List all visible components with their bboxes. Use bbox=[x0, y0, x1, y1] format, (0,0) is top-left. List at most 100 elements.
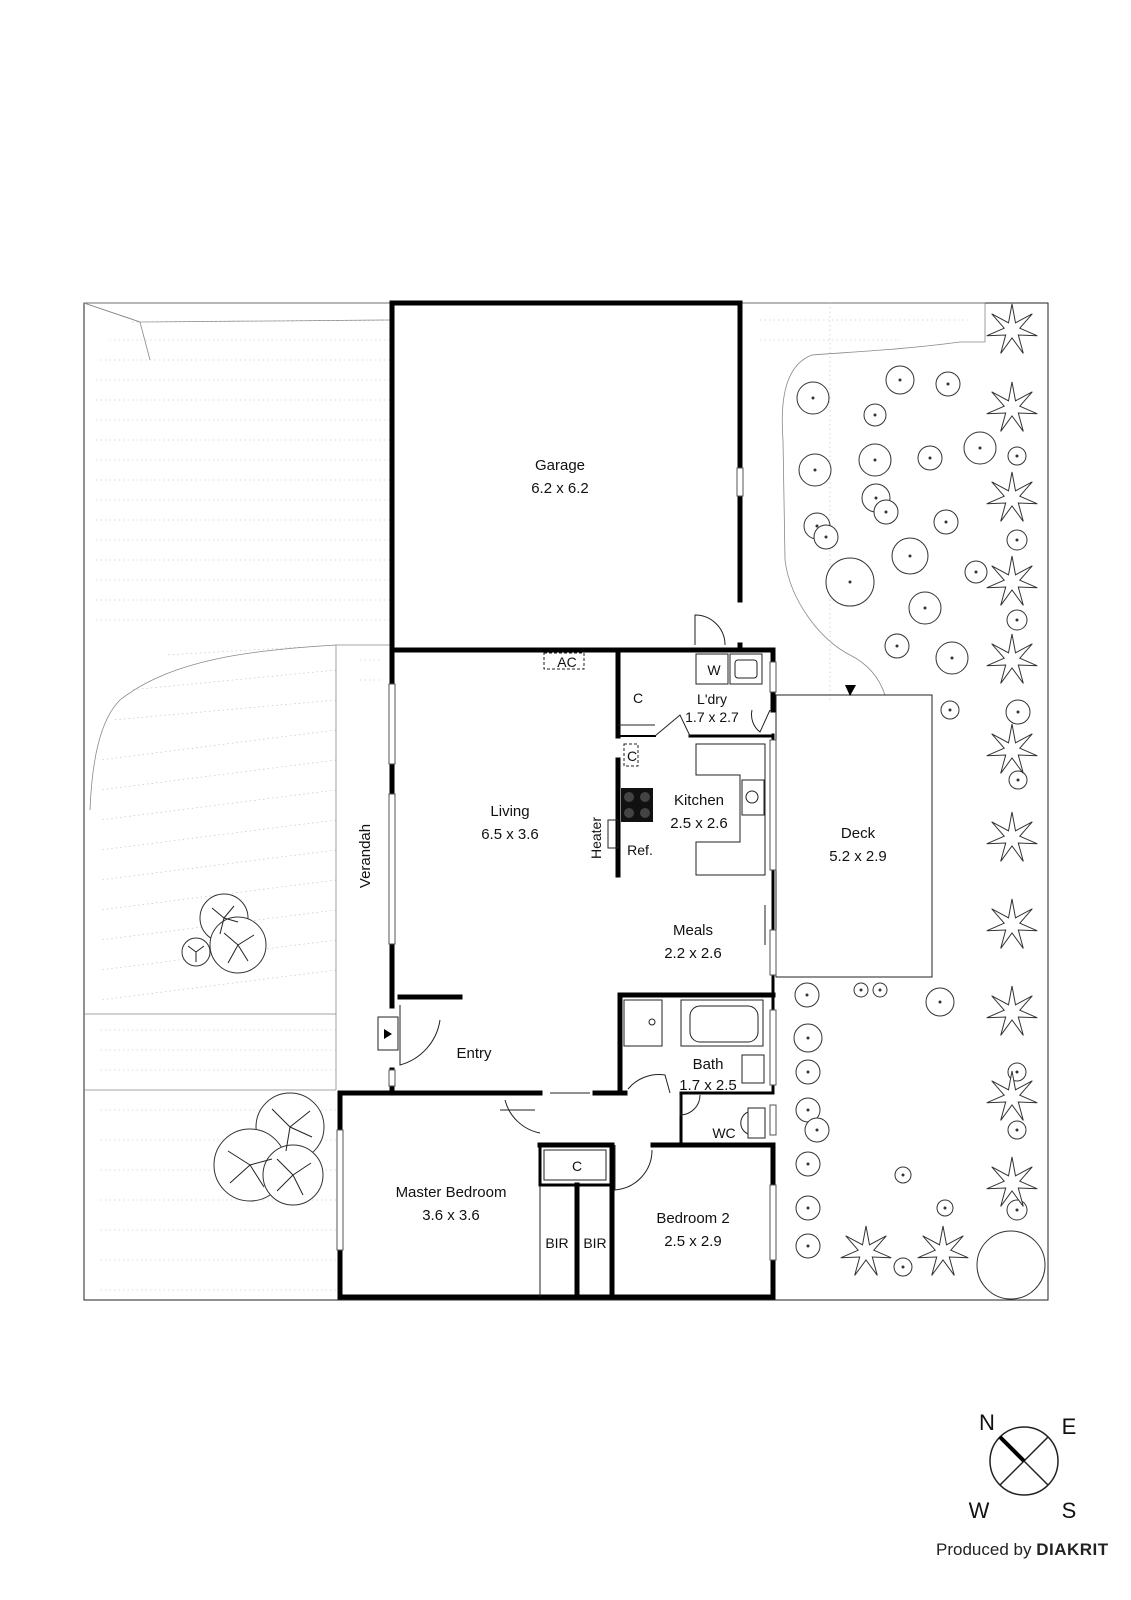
cupboard-label-kitchen: C bbox=[627, 748, 637, 764]
bath-name: Bath bbox=[693, 1056, 724, 1073]
master-bedroom-name: Master Bedroom bbox=[396, 1184, 507, 1201]
shrub-center-24 bbox=[1016, 778, 1020, 782]
star-plant-4 bbox=[986, 633, 1038, 684]
shrub-center-21 bbox=[950, 656, 954, 660]
shrub-center-2 bbox=[946, 382, 950, 386]
compass: N E S W bbox=[969, 1410, 1077, 1523]
bedroom2-dims: 2.5 x 2.9 bbox=[664, 1233, 722, 1250]
large-tree bbox=[976, 1230, 1046, 1300]
shrub-center-0 bbox=[811, 396, 815, 400]
shrub-center-11 bbox=[874, 496, 878, 500]
shrub-center-15 bbox=[848, 580, 852, 584]
shrub-center-4 bbox=[813, 468, 817, 472]
fixture-labels: AC W C C Ref. Heater C BIR BIR bbox=[545, 654, 721, 1251]
shrub-center-28 bbox=[938, 1000, 942, 1004]
shrub-center-14 bbox=[1015, 538, 1019, 542]
shrub-center-7 bbox=[978, 446, 982, 450]
shrub-center-40 bbox=[901, 1265, 905, 1269]
shrub-center-6 bbox=[928, 456, 932, 460]
verandah-area bbox=[336, 644, 390, 681]
bir-label-bedroom2: BIR bbox=[583, 1235, 606, 1251]
shrub-center-20 bbox=[895, 644, 899, 648]
shrub-center-25 bbox=[805, 993, 809, 997]
kitchen-name: Kitchen bbox=[674, 792, 724, 809]
compass-south: S bbox=[1062, 1498, 1077, 1523]
shrub-center-38 bbox=[943, 1206, 947, 1210]
kitchen-dims: 2.5 x 2.6 bbox=[670, 815, 728, 832]
star-plant-8 bbox=[986, 985, 1038, 1036]
garden-star-plants bbox=[840, 303, 1038, 1276]
shrub-center-5 bbox=[873, 458, 877, 462]
star-plant-5 bbox=[986, 723, 1038, 774]
shrub-center-29 bbox=[806, 1036, 810, 1040]
credit-brand: DIAKRIT bbox=[1036, 1540, 1109, 1559]
bir-label-master: BIR bbox=[545, 1235, 568, 1251]
shrub-center-32 bbox=[806, 1108, 810, 1112]
deck-dims: 5.2 x 2.9 bbox=[829, 848, 887, 865]
shrub-center-1 bbox=[898, 378, 902, 382]
compass-east: E bbox=[1062, 1414, 1077, 1439]
bath-dims: 1.7 x 2.5 bbox=[679, 1077, 737, 1094]
doors bbox=[377, 614, 771, 1191]
garage-name: Garage bbox=[535, 457, 585, 474]
living-name: Living bbox=[490, 803, 529, 820]
star-plant-12 bbox=[917, 1225, 969, 1276]
shrub-center-30 bbox=[806, 1070, 810, 1074]
compass-west: W bbox=[969, 1498, 990, 1523]
star-plant-9 bbox=[986, 1070, 1038, 1121]
shrub-center-23 bbox=[1016, 710, 1020, 714]
fixtures bbox=[543, 652, 766, 1181]
shrub-center-8 bbox=[1015, 454, 1019, 458]
meals-name: Meals bbox=[673, 922, 713, 939]
star-plant-0 bbox=[986, 303, 1038, 354]
shrub-center-31 bbox=[1015, 1070, 1019, 1074]
cupboard-label-laundry: C bbox=[633, 690, 643, 706]
entry-name: Entry bbox=[456, 1045, 492, 1062]
garage-dims: 6.2 x 6.2 bbox=[531, 480, 589, 497]
shrub-center-35 bbox=[806, 1162, 810, 1166]
shrub-center-34 bbox=[1015, 1128, 1019, 1132]
shrub-center-19 bbox=[1015, 618, 1019, 622]
room-labels: Garage 6.2 x 6.2 Living 6.5 x 3.6 L'dry … bbox=[357, 457, 887, 1250]
compass-needle bbox=[998, 1435, 1026, 1463]
shrub-center-13 bbox=[944, 520, 948, 524]
shrub-center-41 bbox=[1015, 1208, 1019, 1212]
west-trees bbox=[181, 893, 325, 1206]
shrub-center-17 bbox=[974, 570, 978, 574]
windows bbox=[336, 467, 777, 1261]
deck-entry-arrow bbox=[845, 685, 856, 696]
shrub-center-16 bbox=[908, 554, 912, 558]
west-lawn bbox=[84, 303, 391, 1291]
star-plant-11 bbox=[840, 1225, 892, 1276]
star-plant-3 bbox=[986, 555, 1038, 606]
shrub-center-33 bbox=[815, 1128, 819, 1132]
shrub-center-39 bbox=[806, 1244, 810, 1248]
producer-credit: Produced by DIAKRIT bbox=[936, 1540, 1109, 1560]
star-plant-1 bbox=[986, 381, 1038, 432]
shrub-center-22 bbox=[948, 708, 952, 712]
wc-name: WC bbox=[712, 1125, 735, 1141]
shrub-center-3 bbox=[873, 413, 877, 417]
compass-north: N bbox=[979, 1410, 995, 1435]
ac-label: AC bbox=[557, 654, 576, 670]
laundry-dims: 1.7 x 2.7 bbox=[685, 709, 739, 725]
shrub-center-12 bbox=[884, 510, 888, 514]
east-garden bbox=[742, 300, 986, 700]
star-plant-10 bbox=[986, 1156, 1038, 1207]
verandah-name: Verandah bbox=[357, 824, 374, 888]
refrigerator-label: Ref. bbox=[627, 842, 653, 858]
laundry-name: L'dry bbox=[697, 691, 727, 707]
star-plant-2 bbox=[986, 471, 1038, 522]
garden-shrubs bbox=[793, 365, 1046, 1300]
shrub-center-18 bbox=[923, 606, 927, 610]
star-plant-7 bbox=[986, 898, 1038, 949]
compass-ring bbox=[989, 1426, 1059, 1496]
star-plant-6 bbox=[986, 811, 1038, 862]
shrub-center-37 bbox=[806, 1206, 810, 1210]
deck-name: Deck bbox=[841, 825, 876, 842]
washer-label: W bbox=[707, 662, 721, 678]
shrub-center-27 bbox=[878, 988, 882, 992]
shrub-center-36 bbox=[901, 1173, 905, 1177]
cooktop bbox=[621, 788, 653, 822]
shrub-center-26 bbox=[859, 988, 863, 992]
